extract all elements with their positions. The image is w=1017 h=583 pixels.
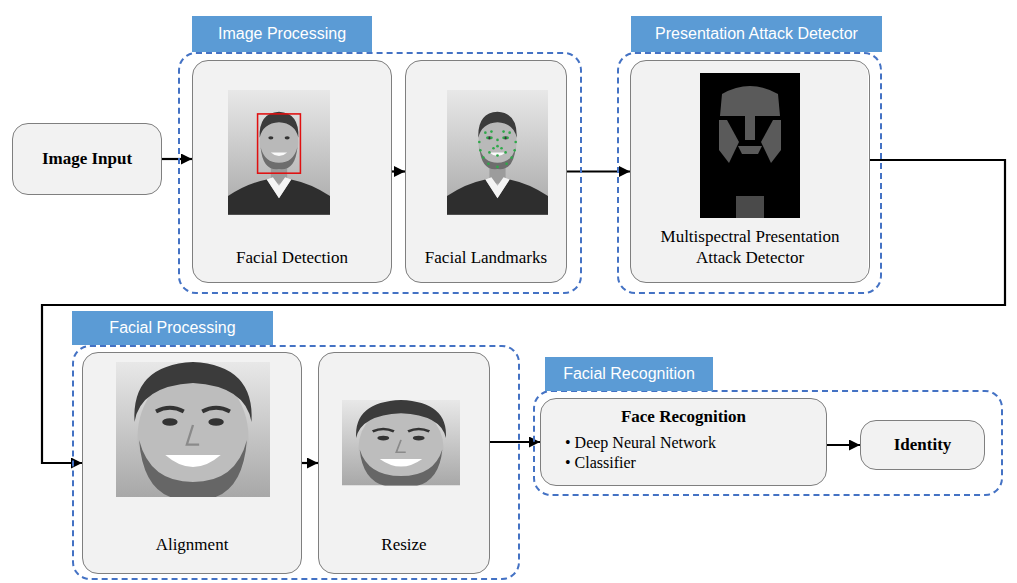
group-frame: Facial RecognitionFace Recognition• Deep… (533, 390, 1003, 496)
image-box: Alignment (82, 352, 302, 574)
bullet-item: • Classifier (555, 453, 812, 472)
box-label: Identity (894, 435, 952, 455)
face-photo-resized (342, 400, 460, 489)
face-photo-landmarks-part-part (514, 141, 517, 144)
face-photo-landmarks-part-part (508, 131, 511, 134)
face-photo-landmarks-part-part (496, 166, 499, 169)
group-title: Image Processing (218, 24, 346, 43)
face-photo-landmarks-part-part (479, 149, 482, 152)
face-photo-landmarks-part-part (504, 151, 507, 154)
flow-arrow (392, 170, 405, 172)
image-caption: Facial Landmarks (425, 248, 547, 268)
face-photo-landmarks-part-part (496, 154, 499, 157)
face-photo-landmarks-part (447, 90, 548, 215)
face-photo-landmarks-part-part (505, 162, 508, 165)
face-photo-landmarks-part-part (506, 136, 509, 139)
multispectral-mask-part (736, 196, 764, 218)
image-box: Multispectral Presentation Attack Detect… (630, 60, 870, 283)
process-box: Identity (860, 420, 985, 470)
multispectral-mask-part (738, 146, 762, 154)
face-photo-landmarks (447, 90, 548, 215)
face-photo-landmarks-part-part (496, 145, 499, 148)
flow-arrow (567, 170, 630, 172)
box-fills-part (318, 352, 490, 574)
bullet-item: • Deep Neural Network (555, 433, 812, 452)
image-caption: Alignment (156, 535, 229, 555)
face-photo-landmarks-part-part (502, 130, 505, 133)
face-photo-landmarks-part-part (487, 162, 490, 165)
box-title: Face Recognition (555, 407, 812, 427)
multispectral-mask-part (745, 116, 755, 140)
multispectral-mask (700, 73, 800, 218)
list-box: Face Recognition • Deep Neural Network• C… (540, 398, 827, 486)
group-title: Facial Processing (109, 318, 235, 337)
image-caption: Facial Detection (236, 248, 348, 268)
face-photo-landmarks-part-part (492, 147, 495, 150)
face-photo-landmarks-part-part (484, 131, 487, 134)
group-tab: Facial Recognition (545, 357, 713, 391)
group-tab: Presentation Attack Detector (631, 16, 882, 52)
face-photo-landmarks-part-part (510, 156, 513, 159)
image-caption: Resize (381, 535, 426, 555)
box-fills-part (82, 352, 302, 574)
multispectral-mask-part (719, 120, 739, 163)
box-fills-part (405, 60, 567, 283)
image-box: Resize (318, 352, 490, 574)
face-photo-landmarks-part-part (490, 136, 493, 139)
group-tab: Image Processing (192, 16, 372, 52)
multispectral-mask-part (700, 73, 800, 218)
multispectral-mask-part (761, 120, 781, 163)
process-box: Image Input (12, 123, 162, 195)
face-photo-landmarks-part-part (482, 156, 485, 159)
box-label: Image Input (42, 149, 132, 169)
face-photo-landmarks-part-part (500, 147, 503, 150)
flow-arrow (162, 158, 192, 160)
box-fills-part (630, 60, 868, 283)
group-tab: Facial Processing (72, 311, 273, 345)
face-photo-resized-part (342, 400, 460, 489)
flow-arrow (42, 160, 1005, 463)
face-photo-landmarks-part (478, 130, 517, 168)
group-title: Facial Recognition (563, 364, 695, 383)
face-photo-landmarks-part-part (490, 130, 493, 133)
box-fills-part (192, 60, 392, 283)
image-caption: Multispectral Presentation Attack Detect… (637, 227, 863, 268)
flow-arrow (827, 444, 860, 446)
group-title: Presentation Attack Detector (655, 24, 858, 43)
face-photo-landmarks-part-part (496, 139, 499, 142)
face-photo-landmarks-part-part (513, 149, 516, 152)
multispectral-mask-part (720, 86, 780, 116)
face-photo-detection (228, 90, 330, 215)
face-photo-aligned-part (116, 362, 270, 503)
flow-arrow (302, 462, 318, 464)
face-photo-landmarks-part-part (488, 151, 491, 154)
image-box: Facial Landmarks (405, 60, 567, 283)
face-photo-detection-part (258, 114, 301, 173)
group-frame: Presentation Attack DetectorMultispectra… (617, 52, 882, 294)
face-photo-landmarks-part-part (478, 141, 481, 144)
group-frame: Facial ProcessingAlignmentResize (72, 345, 520, 580)
group-frame: Image ProcessingFacial DetectionFacial L… (178, 52, 582, 294)
face-photo-aligned (116, 362, 270, 503)
image-box: Facial Detection (192, 60, 392, 283)
face-photo-detection-part (228, 90, 330, 215)
face-photo-landmarks-part-part (502, 136, 505, 139)
face-photo-landmarks-part-part (486, 136, 489, 139)
